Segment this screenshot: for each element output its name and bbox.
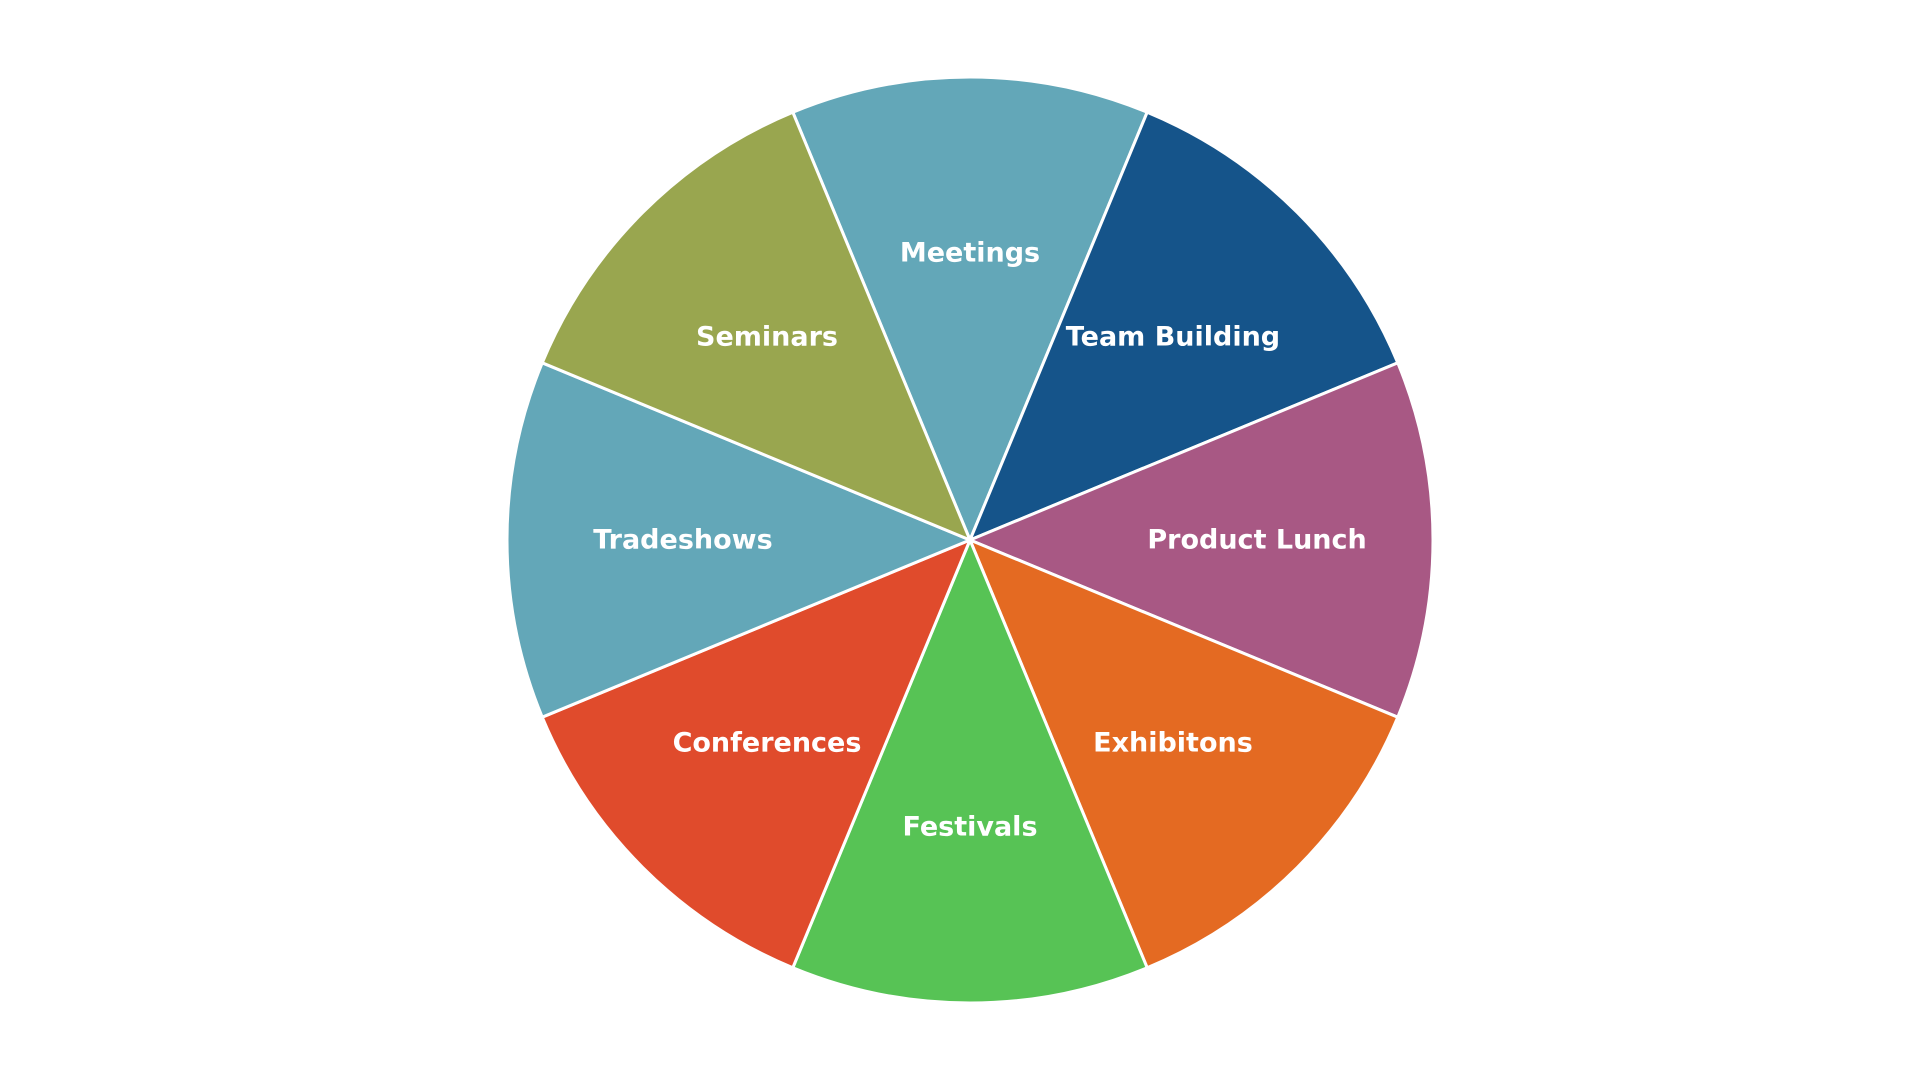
pie-label-tradeshows: Tradeshows: [593, 525, 772, 556]
pie-label-product-lunch: Product Lunch: [1147, 525, 1366, 556]
pie-slice-product-lunch: [966, 360, 1435, 720]
pie-label-team-building: Team Building: [1066, 322, 1280, 353]
pie-label-meetings: Meetings: [900, 237, 1040, 268]
pie-slice-conferences: [540, 537, 973, 970]
pie-slice-team-building: [967, 110, 1400, 543]
pie-label-seminars: Seminars: [696, 322, 838, 353]
pie-label-exhibitons: Exhibitons: [1093, 727, 1253, 758]
pie-slice-seminars: [540, 110, 973, 543]
pie-slice-tradeshows: [505, 360, 974, 720]
pie-slice-meetings: [790, 75, 1150, 544]
slices-layer: [505, 75, 1435, 1005]
pie-label-festivals: Festivals: [902, 812, 1037, 843]
pie-slice-festivals: [790, 536, 1150, 1005]
pie-slice-exhibitons: [967, 537, 1400, 970]
pie-label-conferences: Conferences: [673, 727, 862, 758]
